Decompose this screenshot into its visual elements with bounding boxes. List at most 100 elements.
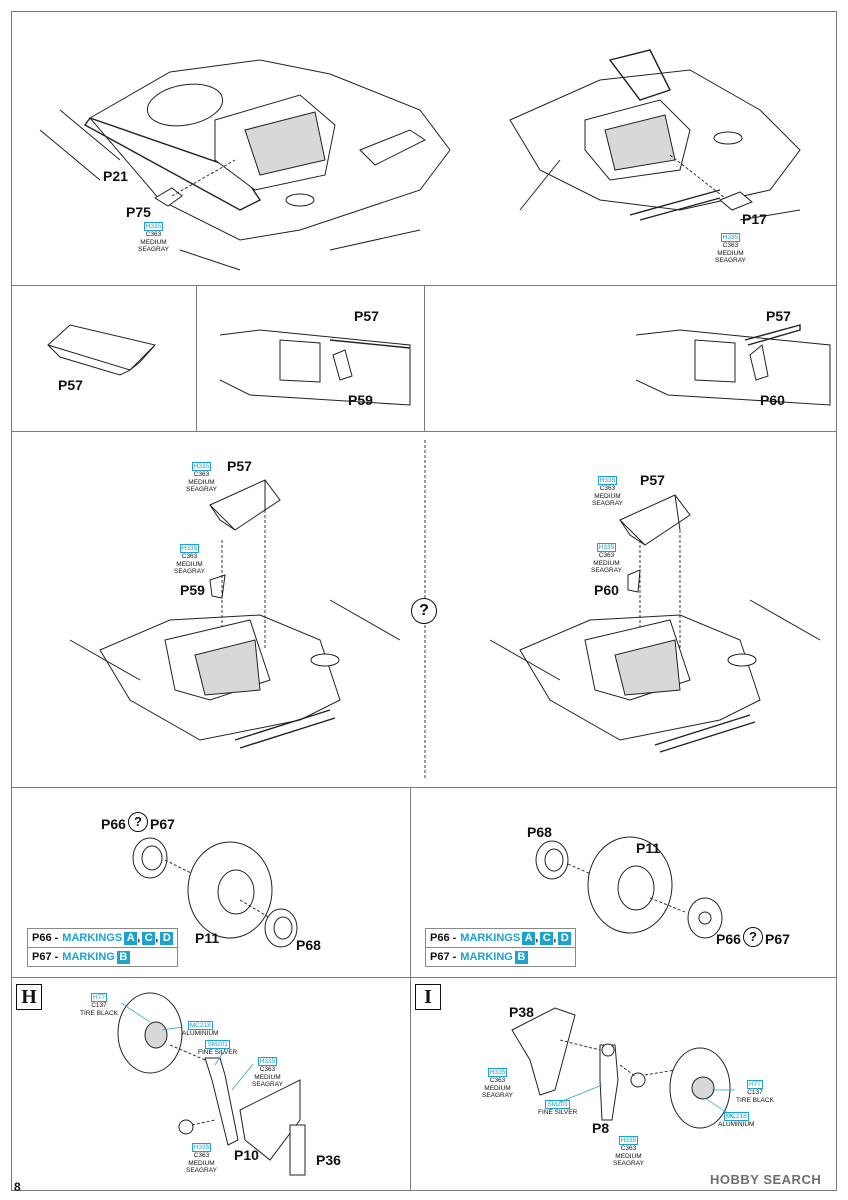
label-p10: P10 (234, 1147, 259, 1163)
paint-code: H335 (618, 1136, 639, 1145)
paint-callout-top-left: H335 C363 MEDIUM SEAGRAY (138, 222, 169, 254)
paint-name-1: MEDIUM (484, 1084, 511, 1092)
paint-callout: H335 C363 MEDIUM SEAGRAY (186, 1143, 217, 1175)
label-p60: P60 (760, 392, 785, 408)
paint-ref: C363 (489, 1077, 506, 1084)
paint-code: H335 (191, 462, 212, 471)
paint-name-2: SEAGRAY (186, 1167, 217, 1174)
fuselage-top-right (509, 49, 801, 221)
paint-name-2: SEAGRAY (174, 568, 205, 575)
cowl-detail-p59 (219, 329, 411, 406)
label-p8: P8 (592, 1120, 610, 1136)
paint-code: SM201 (545, 1100, 570, 1109)
wheel-left (132, 837, 298, 948)
label-p66: P66 (716, 931, 741, 947)
question-icon: ? (743, 927, 763, 947)
label-p11: P11 (636, 840, 661, 856)
label-p75: P75 (126, 204, 151, 220)
label-p57: P57 (227, 458, 252, 474)
note-part: P67 - (32, 951, 59, 963)
leader-lines (120, 1002, 736, 1119)
paint-code: H335 (596, 543, 617, 552)
paint-code: H335 (720, 233, 741, 242)
paint-name-2: SEAGRAY (252, 1081, 283, 1088)
paint-name-2: SEAGRAY (186, 486, 217, 493)
separator: , (553, 932, 557, 944)
paint-code: H335 (191, 1143, 212, 1152)
watermark: HOBBY SEARCH (710, 1172, 822, 1187)
label-p68: P68 (296, 937, 321, 953)
label-p36: P36 (316, 1152, 341, 1168)
paint-callout: H77 C137 TIRE BLACK (736, 1080, 774, 1104)
paint-code: H335 (143, 222, 164, 231)
note-text: MARKING (460, 951, 513, 963)
paint-callout: H335 C363 MEDIUM SEAGRAY (592, 476, 623, 508)
marking-box: C (142, 931, 156, 945)
marking-box: D (558, 931, 572, 945)
marking-box: A (522, 931, 536, 945)
paint-name-2: SEAGRAY (482, 1092, 513, 1099)
label-p57: P57 (354, 308, 379, 324)
marking-box: D (160, 931, 174, 945)
paint-callout: SM201 FINE SILVER (198, 1040, 237, 1057)
label-p67: P67 (765, 931, 790, 947)
paint-ref: C363 (145, 231, 162, 238)
paint-code: H77 (91, 993, 107, 1002)
paint-callout: H335 C363 MEDIUM SEAGRAY (482, 1068, 513, 1100)
label-p57: P57 (58, 377, 83, 393)
paint-name-1: MEDIUM (254, 1073, 281, 1081)
paint-ref: C363 (598, 552, 615, 559)
paint-ref: C363 (193, 471, 210, 478)
paint-callout: MC218 ALUMINIUM (718, 1112, 754, 1129)
marking-box: C (540, 931, 554, 945)
paint-name-2: SEAGRAY (715, 257, 746, 264)
label-p38: P38 (509, 1004, 534, 1020)
note-text: MARKING (62, 951, 115, 963)
paint-name-2: SEAGRAY (613, 1160, 644, 1167)
paint-code: MC218 (187, 1021, 213, 1030)
paint-code: H77 (747, 1080, 763, 1089)
paint-code: H335 (597, 476, 618, 485)
paint-name-2: SEAGRAY (591, 567, 622, 574)
paint-code: H335 (257, 1057, 278, 1066)
cowl-detail-p60 (635, 324, 831, 406)
paint-name-1: MEDIUM (615, 1152, 642, 1160)
paint-callout-top-right: H335 C363 MEDIUM SEAGRAY (715, 233, 746, 265)
label-p21: P21 (103, 168, 128, 184)
question-icon: ? (411, 598, 437, 624)
note-part: P66 - (430, 932, 457, 944)
paint-callout: MC218 ALUMINIUM (182, 1021, 218, 1038)
paint-callout: H335 C363 MEDIUM SEAGRAY (252, 1057, 283, 1089)
marking-note: P66 - MARKINGS A,C,D P67 - MARKING B (425, 928, 577, 967)
label-p17: P17 (742, 211, 767, 227)
paint-callout: H335 C363 MEDIUM SEAGRAY (174, 544, 205, 576)
question-icon: ? (128, 812, 148, 832)
assembly-left (69, 479, 401, 749)
marking-box: B (514, 950, 528, 964)
paint-name-1: TIRE BLACK (736, 1096, 774, 1104)
label-p66: P66 (101, 816, 126, 832)
page-number: 8 (14, 1180, 21, 1194)
paint-callout: H77 C137 TIRE BLACK (80, 993, 118, 1017)
marking-note-row: P67 - MARKING B (27, 948, 179, 967)
assembly-right (489, 494, 821, 753)
separator: , (535, 932, 539, 944)
note-text: MARKINGS (62, 932, 123, 944)
paint-name-1: ALUMINIUM (718, 1121, 755, 1128)
paint-callout: SM201 FINE SILVER (538, 1100, 577, 1117)
paint-callout: H335 C363 MEDIUM SEAGRAY (591, 543, 622, 575)
marking-note-row: P66 - MARKINGS A,C,D (27, 928, 179, 948)
part-p57-drawing (47, 324, 156, 376)
label-p11: P11 (195, 930, 220, 946)
step-i-box: I (415, 984, 441, 1010)
paint-name-2: SEAGRAY (592, 500, 623, 507)
note-text: MARKINGS (460, 932, 521, 944)
marking-box: A (124, 931, 138, 945)
marking-box: B (116, 950, 130, 964)
paint-ref: C363 (722, 242, 739, 249)
label-p57: P57 (640, 472, 665, 488)
paint-name-1: MEDIUM (188, 478, 215, 486)
note-part: P67 - (430, 951, 457, 963)
step-h-box: H (16, 984, 42, 1010)
